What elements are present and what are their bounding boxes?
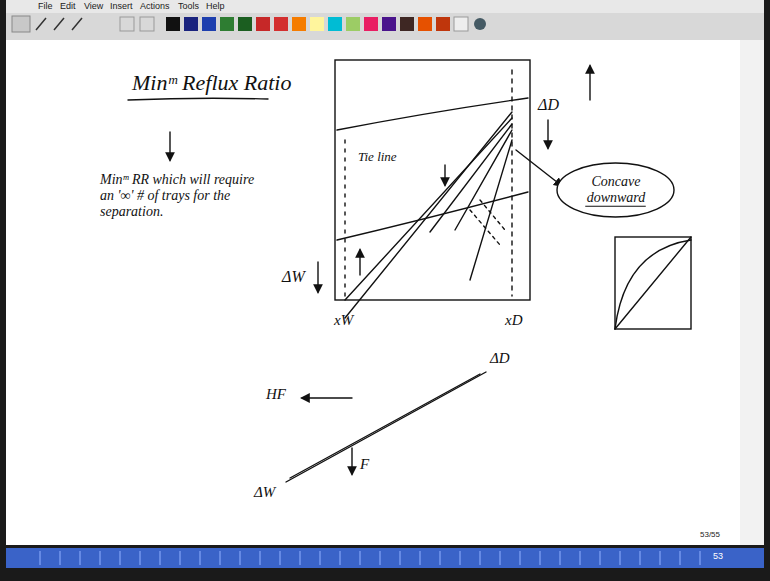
menu-item: Insert: [110, 1, 133, 11]
toolbar: [6, 0, 764, 40]
down-arrow: [351, 448, 352, 474]
ellipse-outline: [555, 161, 676, 219]
feed-label: F: [360, 456, 369, 473]
page-counter: 53/55: [700, 530, 720, 539]
tie-line-label: Tie line: [356, 150, 399, 165]
underline: [128, 98, 268, 100]
page-number: 53: [713, 551, 723, 561]
callout-text: Concave downward: [577, 174, 655, 206]
dashed-line: [511, 70, 512, 296]
scrollbar: [740, 40, 764, 545]
xy-sketch-frame: [615, 237, 691, 329]
note: Minᵐ RR which will require an '∞' # of t…: [100, 172, 260, 220]
page: [6, 40, 764, 545]
leader-arrow: [516, 150, 562, 186]
dashed-line: [470, 200, 505, 245]
operating-line: [345, 118, 512, 300]
up-arrow: [359, 250, 360, 275]
menu-item: View: [84, 1, 103, 11]
delta-label: ΔD: [490, 350, 510, 367]
left-arrow: [302, 397, 352, 398]
menu-bar: [6, 0, 764, 13]
tie-line: [430, 124, 512, 232]
delta-label: ΔD: [538, 96, 559, 114]
up-arrow: [589, 66, 590, 100]
delta-line: [286, 372, 486, 482]
status-bar: [6, 548, 764, 568]
callout-text-group: Concave downward: [577, 174, 655, 206]
feed-enthalpy-label: HF: [266, 386, 286, 403]
down-arrow: [547, 120, 548, 148]
down-arrow: [169, 132, 170, 160]
operating-line: [345, 112, 512, 318]
menu-item: File: [38, 1, 53, 11]
handwriting-strokes: [128, 60, 691, 482]
vapor-curve: [337, 98, 528, 130]
down-arrow: [444, 165, 445, 185]
diagonal: [615, 237, 691, 329]
delta-label: ΔW: [282, 268, 305, 286]
menu-item: Edit: [60, 1, 76, 11]
down-arrow: [317, 262, 318, 292]
delta-line: [290, 374, 480, 478]
equilibrium-curve: [615, 240, 691, 329]
menu-item: Help: [206, 1, 225, 11]
menu-item: Actions: [140, 1, 170, 11]
axis-label: xW: [334, 312, 353, 329]
liquid-curve: [337, 192, 528, 240]
title: Minᵐ Reflux Ratio: [132, 70, 291, 95]
axis-label: xD: [505, 312, 523, 329]
callout-ellipse: Concave downward: [555, 161, 676, 219]
enthalpy-chart-frame: [335, 60, 530, 300]
menu-item: Tools: [178, 1, 199, 11]
status-cells: [40, 551, 700, 565]
tie-line: [455, 130, 512, 230]
tie-line: [470, 140, 512, 280]
dashed-line: [344, 140, 345, 296]
toolbar-icons: [12, 16, 486, 32]
delta-label: ΔW: [254, 484, 275, 501]
